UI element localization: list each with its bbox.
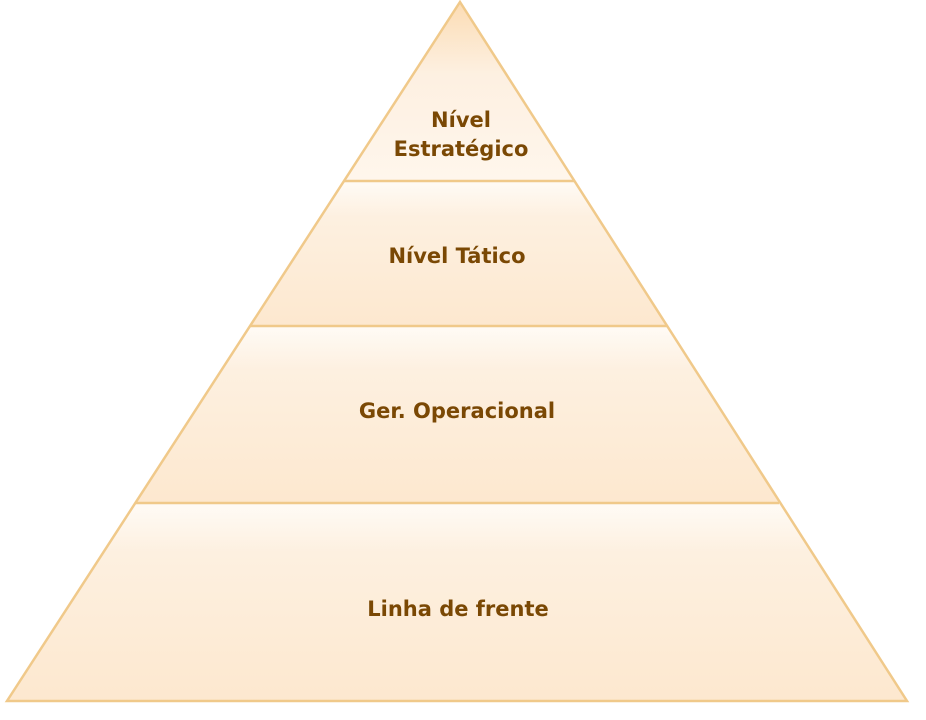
level-label-operational: Ger. Operacional: [359, 399, 555, 423]
pyramid-level-operational: [136, 326, 779, 503]
level-label-strategic-line1: Nível: [431, 108, 491, 132]
pyramid-outline: [4, 0, 910, 703]
pyramid-level-strategic: [344, 2, 574, 181]
pyramid-level-tactical: [250, 181, 667, 326]
level-label-strategic-line2: Estratégico: [394, 137, 529, 161]
pyramid-level-frontline: [7, 503, 907, 701]
level-label-tactical: Nível Tático: [388, 244, 525, 268]
level-label-frontline: Linha de frente: [367, 597, 549, 621]
